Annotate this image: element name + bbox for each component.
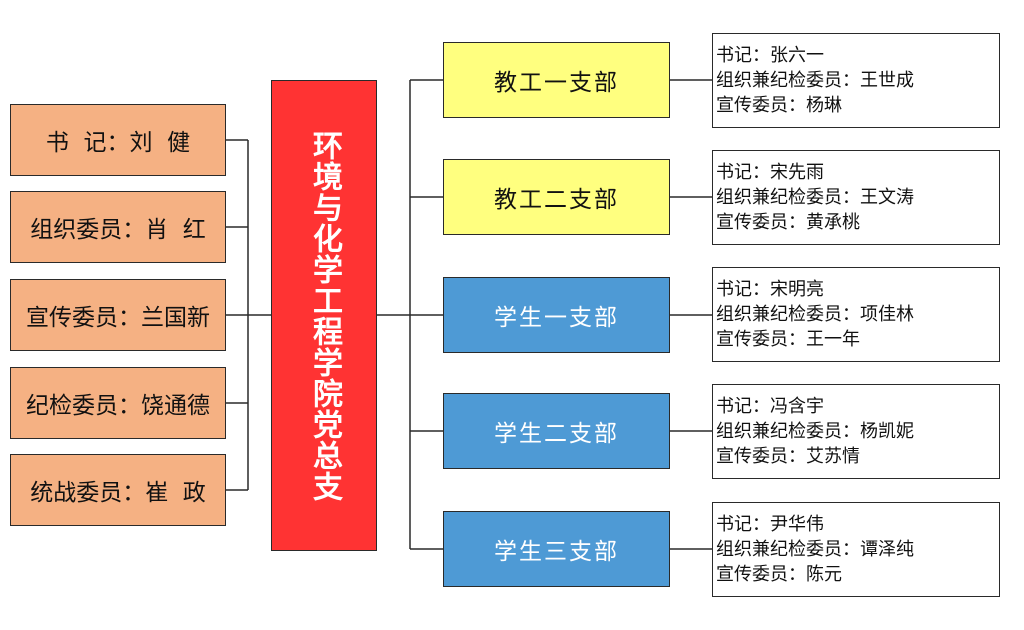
branch-members: 书记：宋明亮 组织兼纪检委员：项佳林 宣传委员：王一年 <box>712 267 1000 362</box>
branch-name: 教工二支部 <box>494 187 619 213</box>
member-line: 书记：冯含宇 <box>716 396 824 417</box>
member-line: 宣传委员：杨琳 <box>716 95 842 116</box>
member-line: 书记：宋明亮 <box>716 279 824 300</box>
officer-label: 纪检委员：饶通德 <box>26 393 210 419</box>
member-line: 组织兼纪检委员：王世成 <box>716 70 914 91</box>
officer-box: 组织委员：肖 红 <box>10 191 226 263</box>
branch-members: 书记：尹华伟 组织兼纪检委员：谭泽纯 宣传委员：陈元 <box>712 502 1000 597</box>
member-line: 宣传委员：黄承桃 <box>716 212 860 233</box>
branch-name: 学生二支部 <box>494 421 619 447</box>
member-line: 宣传委员：陈元 <box>716 564 842 585</box>
branch-box: 学生一支部 <box>443 277 670 353</box>
member-line: 书记：宋先雨 <box>716 162 824 183</box>
branch-members: 书记：宋先雨 组织兼纪检委员：王文涛 宣传委员：黄承桃 <box>712 150 1000 245</box>
branch-name: 学生一支部 <box>494 305 619 331</box>
member-line: 组织兼纪检委员：项佳林 <box>716 304 914 325</box>
officer-box: 统战委员：崔 政 <box>10 454 226 526</box>
member-line: 宣传委员：艾苏情 <box>716 446 860 467</box>
branch-box: 学生三支部 <box>443 511 670 587</box>
root-node: 环境与化学工程学院党总支 <box>271 80 377 551</box>
branch-box: 教工二支部 <box>443 159 670 235</box>
branch-name: 教工一支部 <box>494 70 619 96</box>
branch-members: 书记：冯含宇 组织兼纪检委员：杨凯妮 宣传委员：艾苏情 <box>712 384 1000 479</box>
member-line: 书记：张六一 <box>716 45 824 66</box>
officer-label: 组织委员：肖 红 <box>30 217 206 243</box>
member-line: 组织兼纪检委员：谭泽纯 <box>716 539 914 560</box>
root-label: 环境与化学工程学院党总支 <box>307 129 342 502</box>
branch-box: 教工一支部 <box>443 42 670 118</box>
branch-members: 书记：张六一 组织兼纪检委员：王世成 宣传委员：杨琳 <box>712 33 1000 128</box>
branch-box: 学生二支部 <box>443 393 670 469</box>
member-line: 组织兼纪检委员：王文涛 <box>716 187 914 208</box>
branch-name: 学生三支部 <box>494 539 619 565</box>
officer-label: 书 记：刘 健 <box>45 130 191 156</box>
member-line: 组织兼纪检委员：杨凯妮 <box>716 421 914 442</box>
officer-box: 宣传委员：兰国新 <box>10 279 226 351</box>
officer-box: 书 记：刘 健 <box>10 104 226 176</box>
officer-box: 纪检委员：饶通德 <box>10 367 226 439</box>
officer-label: 统战委员：崔 政 <box>30 480 206 506</box>
member-line: 书记：尹华伟 <box>716 514 824 535</box>
member-line: 宣传委员：王一年 <box>716 329 860 350</box>
officer-label: 宣传委员：兰国新 <box>26 305 210 331</box>
